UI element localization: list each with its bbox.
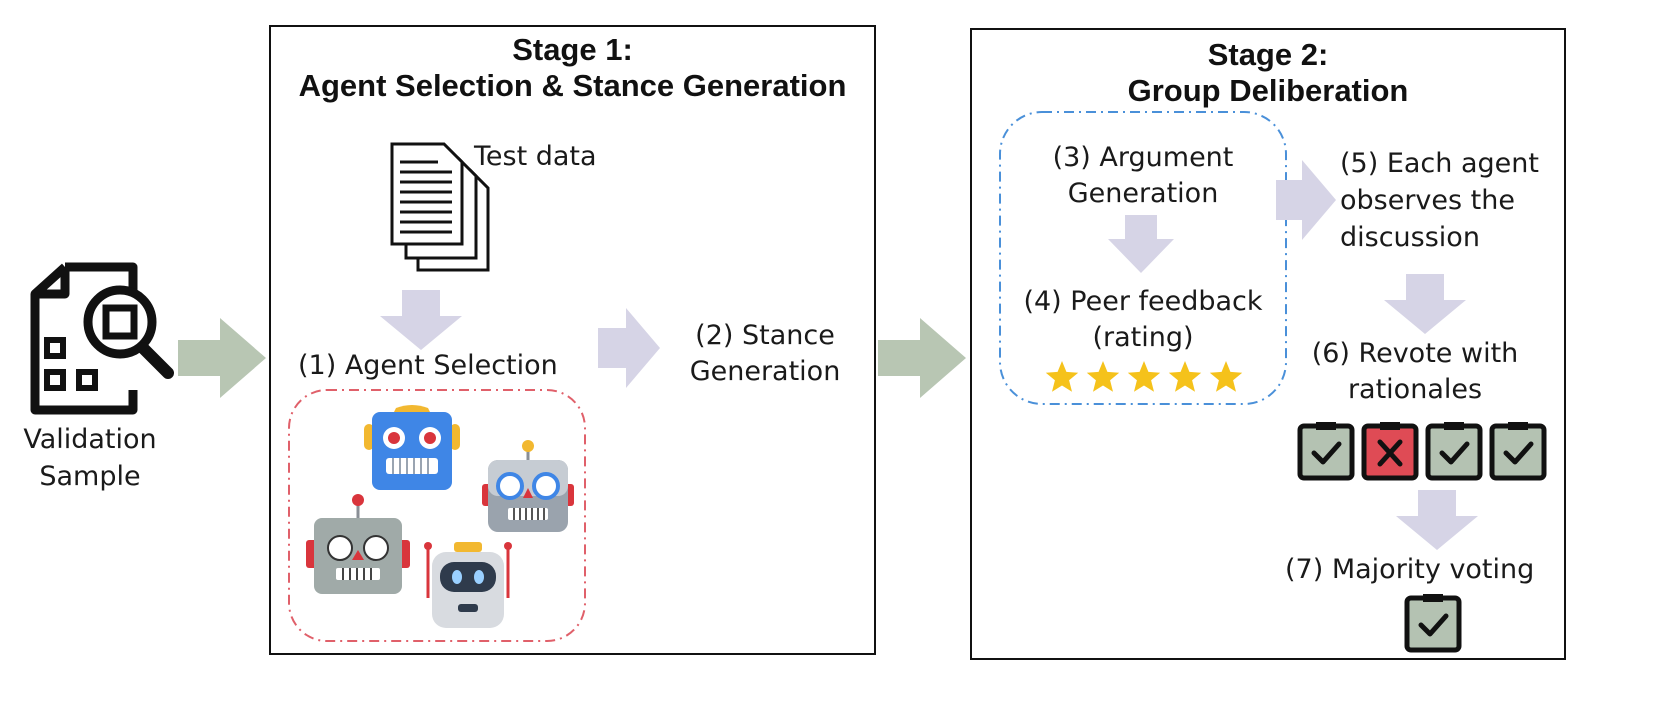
ballot-check-icon [1425, 422, 1483, 481]
agent-selection-label: (1) Agent Selection [298, 350, 558, 381]
majority-voting-label: (7) Majority voting [1285, 554, 1535, 585]
ballot-check-icon [1489, 422, 1547, 481]
star-icon [1086, 361, 1120, 392]
observe-line3: discussion [1340, 222, 1480, 253]
arrow-deliberation-to-observe [1276, 160, 1336, 240]
star-rating [1045, 361, 1243, 392]
stance-generation-line2: Generation [689, 356, 841, 387]
observe-line1: (5) Each agent [1340, 148, 1539, 179]
stage2-title-line2: Group Deliberation [1127, 73, 1409, 108]
peer-feedback-line1: (4) Peer feedback [1023, 286, 1263, 317]
observe-line2: observes the [1340, 185, 1515, 216]
flow-arrow-to-stage1 [178, 318, 266, 398]
ballot-check-icon [1297, 422, 1355, 481]
revote-line1: (6) Revote with [1311, 338, 1519, 369]
arrow-argument-to-feedback [1108, 215, 1174, 273]
silver-robot-icon [482, 440, 574, 532]
arrow-test-data-to-selection [380, 290, 462, 350]
blue-robot-icon [364, 405, 460, 490]
arrow-revote-to-majority [1396, 490, 1478, 550]
majority-result-ballot [1404, 594, 1462, 653]
validation-sample-icon [30, 262, 174, 415]
ballot-cross-icon [1361, 422, 1419, 481]
stance-generation-line1: (2) Stance [695, 320, 835, 351]
flow-arrow-to-stage2 [878, 318, 966, 398]
test-data-document-icon [390, 142, 490, 272]
peer-feedback-line2: (rating) [1092, 322, 1194, 353]
arrow-observe-to-revote [1384, 274, 1466, 334]
stage1-title-line2: Agent Selection & Stance Generation [298, 68, 847, 103]
star-icon [1045, 361, 1079, 392]
star-icon [1168, 361, 1202, 392]
argument-generation-line1: (3) Argument [1052, 142, 1234, 173]
revote-line2: rationales [1347, 374, 1483, 405]
arrow-selection-to-stance [598, 308, 660, 388]
revote-ballots [1297, 422, 1547, 481]
grey-robot-icon [306, 494, 410, 594]
argument-generation-line2: Generation [1067, 178, 1219, 209]
test-data-label: Test data [474, 141, 597, 172]
agent-group-box [288, 389, 586, 642]
stage2-title-line1: Stage 2: [1207, 37, 1329, 72]
validation-label-line2: Sample [39, 461, 141, 492]
stage1-title-line1: Stage 1: [512, 32, 633, 67]
white-robot-icon [424, 542, 512, 628]
star-icon [1127, 361, 1161, 392]
ballot-check-icon [1404, 594, 1462, 653]
deliberation-group-box [999, 111, 1287, 405]
star-icon [1209, 361, 1243, 392]
stage2-box: Stage 2: Group Deliberation [970, 28, 1566, 660]
validation-label-line1: Validation [23, 424, 157, 455]
